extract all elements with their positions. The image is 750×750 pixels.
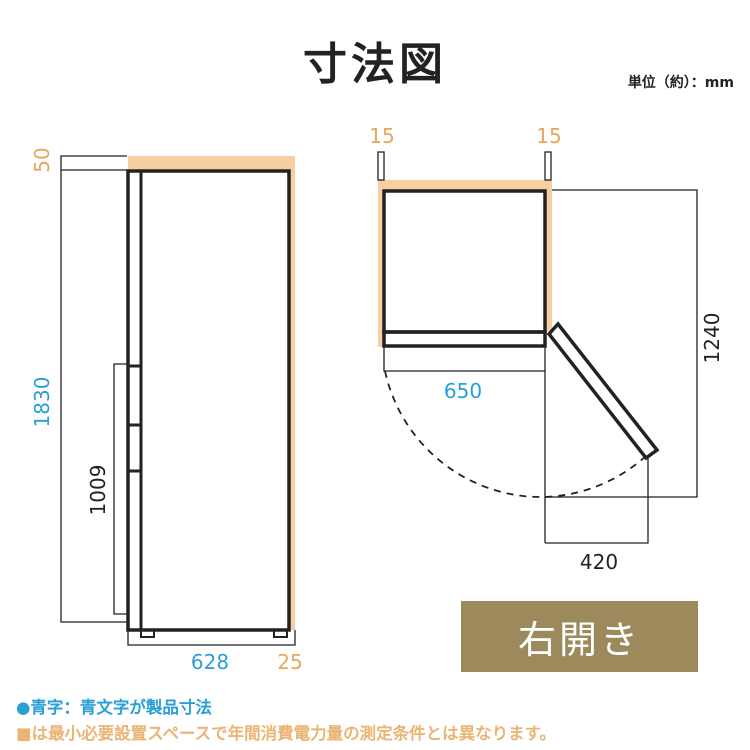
note-blue: ●青字：青文字が製品寸法 <box>16 698 212 717</box>
side-clearance-label: 25 <box>277 650 302 674</box>
page-title: 寸法図 <box>303 39 447 90</box>
open-door <box>546 321 660 461</box>
fridge-body <box>126 169 291 632</box>
top-clearance-label: 50 <box>30 147 54 172</box>
dimension-lines <box>383 189 698 544</box>
top-view <box>377 151 698 544</box>
front-view <box>60 155 296 646</box>
door-direction-badge: 右開き <box>461 601 698 672</box>
door-swing-arc <box>384 370 647 498</box>
unit-label: 単位（約）：mm <box>627 75 734 91</box>
width-label: 628 <box>191 650 229 674</box>
door-swing-width-label: 420 <box>580 550 618 574</box>
foot-left <box>140 629 155 638</box>
door-open-depth-label: 1240 <box>700 313 724 364</box>
clearance-area <box>378 180 552 347</box>
right-clearance-label: 15 <box>536 124 561 148</box>
clearance-tick-right <box>544 151 552 181</box>
clearance-tick-left <box>377 151 385 181</box>
handle-height-label: 1009 <box>86 465 110 516</box>
side-clearance-area <box>289 156 295 630</box>
height-label: 1830 <box>30 377 54 428</box>
left-clearance-label: 15 <box>369 124 394 148</box>
dimension-lines <box>60 155 296 646</box>
door-top <box>382 330 547 348</box>
depth-label: 650 <box>444 379 482 403</box>
top-clearance-area <box>128 156 295 170</box>
foot-right <box>273 629 288 638</box>
fridge-top <box>382 189 547 334</box>
note-orange: ■は最小必要設置スペースで年間消費電力量の測定条件とは異なります。 <box>16 724 556 743</box>
